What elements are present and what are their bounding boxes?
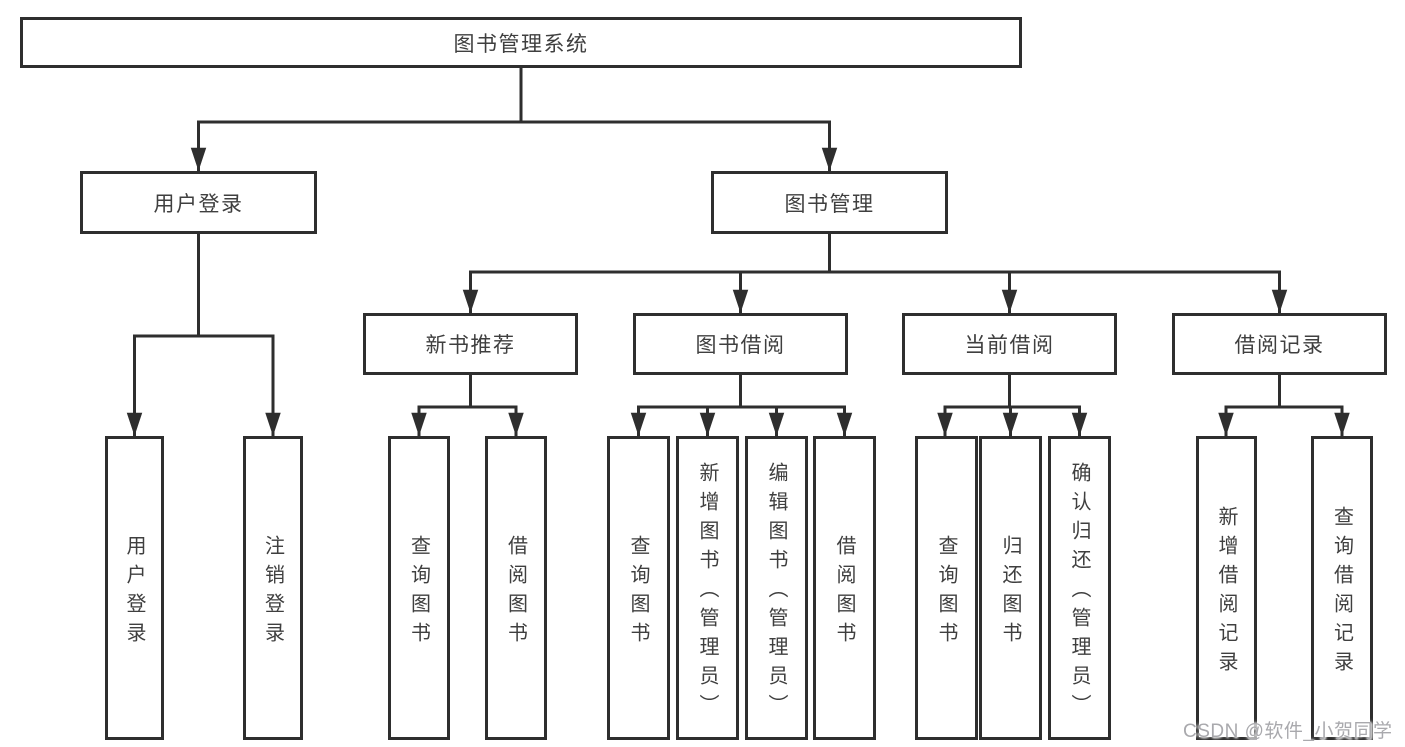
connector-edges	[126, 68, 1350, 436]
box-new-book-recommend: 新书推荐	[363, 313, 578, 375]
leaf-query-borrow-record: 查询借阅记录	[1311, 436, 1373, 740]
leaf-confirm-return-admin: 确认归还（管理员）	[1048, 436, 1111, 740]
box-library-system: 图书管理系统	[20, 17, 1022, 68]
leaf-logout-label: 注销登录	[261, 534, 284, 651]
leaf-user-login: 用户登录	[105, 436, 164, 740]
leaf-edit-books-admin: 编辑图书（管理员）	[745, 436, 808, 740]
box-book-borrowing-label: 图书借阅	[695, 334, 786, 357]
leaf-borrow-books: 借阅图书	[813, 436, 876, 740]
leaf-borrow-books-recommend: 借阅图书	[485, 436, 547, 740]
leaf-query-books-current-label: 查询图书	[935, 534, 957, 651]
leaf-add-books-admin-label: 新增图书（管理员）	[696, 462, 718, 723]
leaf-add-books-admin: 新增图书（管理员）	[676, 436, 739, 740]
leaf-query-borrow-record-label: 查询借阅记录	[1330, 505, 1353, 680]
leaf-logout: 注销登录	[243, 436, 303, 740]
leaf-edit-books-admin-label: 编辑图书（管理员）	[765, 462, 787, 723]
leaf-add-borrow-record-label: 新增借阅记录	[1215, 505, 1237, 680]
leaf-query-books-recommend-label: 查询图书	[407, 534, 430, 651]
leaf-confirm-return-admin-label: 确认归还（管理员）	[1068, 462, 1090, 723]
leaf-add-borrow-record: 新增借阅记录	[1196, 436, 1257, 740]
watermark-text: CSDN @软件_小贺同学	[1183, 721, 1393, 742]
box-user-login-label: 用户登录	[153, 192, 244, 216]
leaf-query-books-borrowing: 查询图书	[607, 436, 670, 740]
box-book-borrowing: 图书借阅	[633, 313, 848, 375]
leaf-query-books-borrowing-label: 查询图书	[627, 534, 649, 651]
leaf-borrow-books-recommend-label: 借阅图书	[504, 534, 527, 651]
box-borrow-records-label: 借阅记录	[1234, 334, 1325, 357]
leaf-return-books-label: 归还图书	[999, 534, 1021, 651]
leaf-borrow-books-label: 借阅图书	[833, 534, 855, 651]
box-book-management: 图书管理	[711, 171, 948, 234]
box-borrow-records: 借阅记录	[1172, 313, 1387, 375]
box-current-borrowing: 当前借阅	[902, 313, 1117, 375]
leaf-query-books-recommend: 查询图书	[388, 436, 450, 740]
box-library-system-label: 图书管理系统	[453, 32, 589, 56]
leaf-user-login-label: 用户登录	[123, 534, 145, 651]
leaf-return-books: 归还图书	[979, 436, 1042, 740]
box-new-book-recommend-label: 新书推荐	[425, 334, 516, 357]
leaf-query-books-current: 查询图书	[915, 436, 978, 740]
box-user-login: 用户登录	[80, 171, 317, 234]
box-current-borrowing-label: 当前借阅	[964, 334, 1055, 357]
box-book-management-label: 图书管理	[784, 192, 875, 216]
